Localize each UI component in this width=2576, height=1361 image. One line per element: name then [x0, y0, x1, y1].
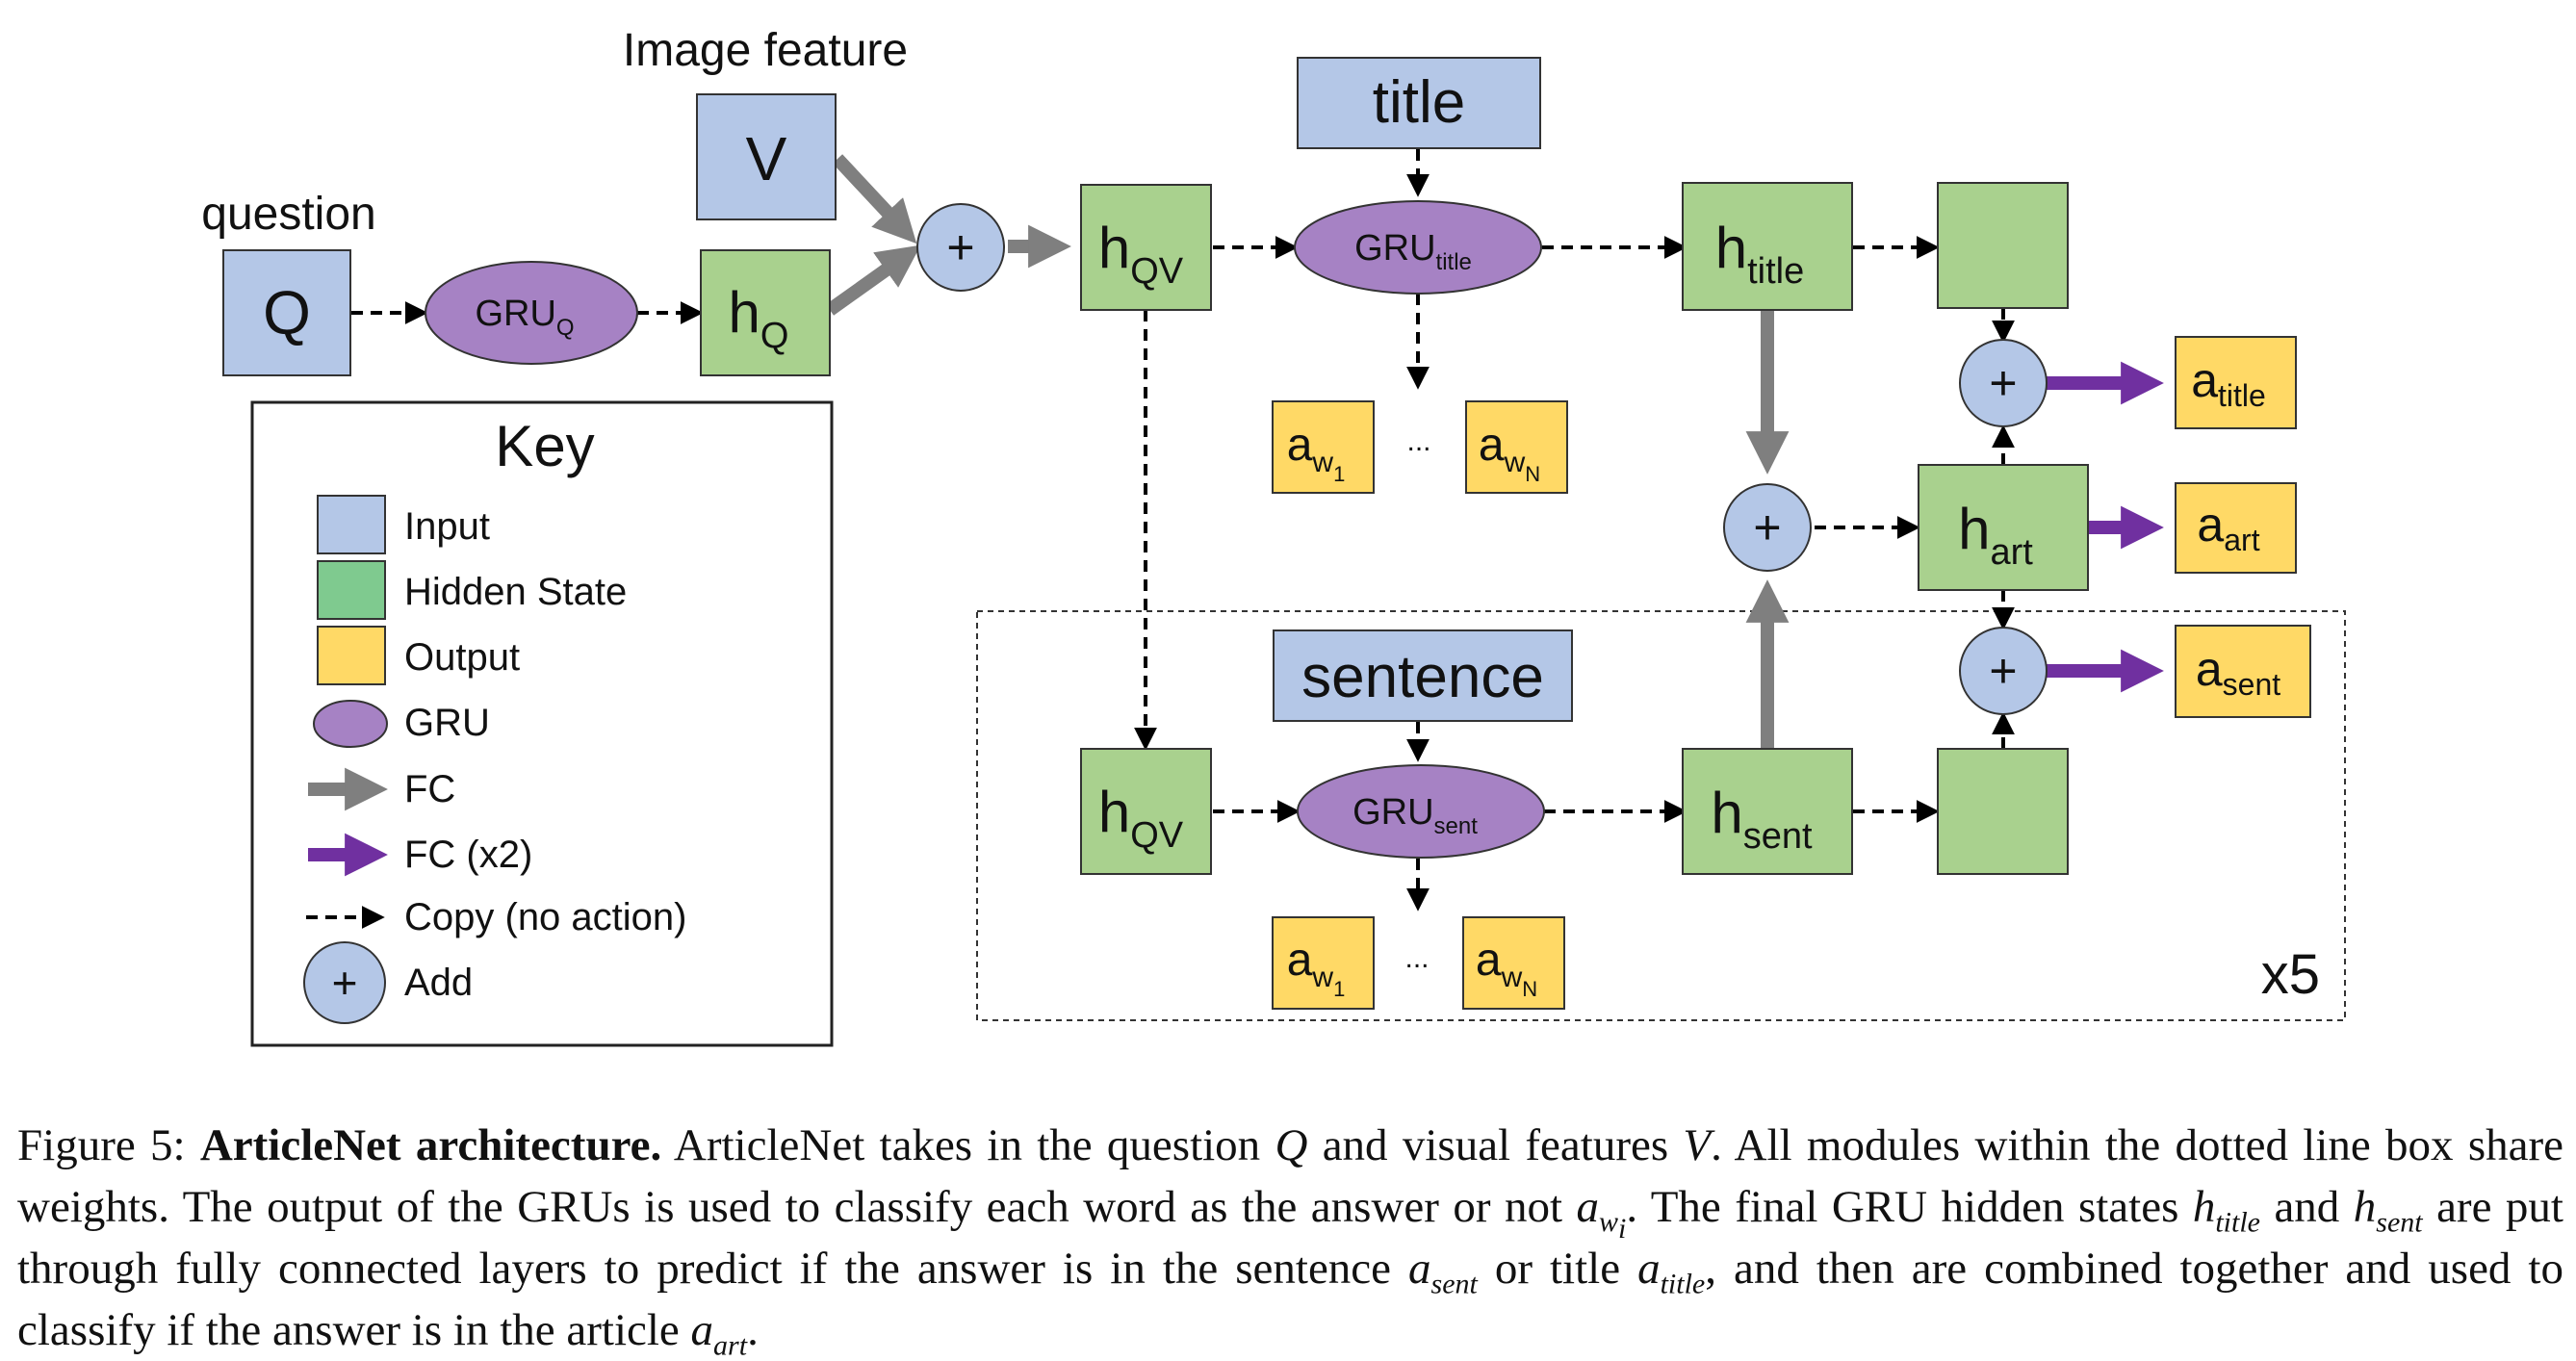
caption-math-a-wi: awi: [1576, 1182, 1627, 1245]
hidden-hqv-top-label: hQV: [1098, 216, 1184, 292]
gru-q-label: GRUQ: [475, 294, 574, 341]
legend-hidden-label: Hidden State: [404, 571, 627, 613]
legend-output-swatch: [317, 626, 386, 685]
fc2-arrows: [2047, 361, 2164, 693]
hidden-htitle-box: [1682, 182, 1853, 311]
legend-gru-swatch: [313, 700, 388, 748]
output-a-sent-label: asent: [2196, 642, 2280, 702]
output-aw1-top-label: aw1: [1287, 420, 1346, 486]
hidden-hart-label: hart: [1958, 497, 2033, 573]
image-feature-label: Image feature: [623, 25, 908, 76]
caption-text-4: . The final GRU hidden states: [1626, 1182, 2193, 1232]
add-node-sent-plus: +: [1989, 644, 2017, 698]
add-node-qv: [916, 203, 1005, 292]
caption-figure-label: Figure 5:: [17, 1120, 186, 1170]
input-q-label: Q: [263, 278, 311, 347]
legend-fc-label: FC: [404, 768, 455, 810]
hidden-hqv-top-box: [1080, 184, 1212, 311]
input-v-label: V: [746, 124, 787, 193]
output-a-art-label: aart: [2197, 498, 2259, 557]
hidden-sent-fc-box: [1937, 748, 2069, 875]
add-node-title: [1959, 339, 2048, 427]
caption-text-2: and visual features: [1307, 1120, 1684, 1170]
output-aw1-bottom-label: aw1: [1287, 935, 1346, 1001]
caption-math-h-sent: hsent: [2353, 1182, 2423, 1239]
caption-math-h-title: htitle: [2192, 1182, 2260, 1239]
add-node-sent: [1959, 627, 2048, 715]
shared-weights-box: [976, 610, 2346, 1021]
caption-text-5: and: [2259, 1182, 2354, 1232]
legend-gru-label: GRU: [404, 702, 490, 744]
hidden-hq-label: hQ: [729, 280, 789, 356]
input-sentence-box: [1273, 629, 1573, 722]
caption-text-7: or title: [1477, 1244, 1638, 1294]
fc-arrow-hq-to-add: [825, 244, 921, 316]
copy-arrows: [351, 149, 2015, 912]
repeat-label: x5: [2261, 943, 2320, 1006]
caption-math-a-art: aart: [690, 1305, 748, 1361]
legend-output-label: Output: [404, 636, 520, 679]
output-a-title-box: [2175, 336, 2297, 429]
add-node-qv-plus: +: [946, 220, 974, 274]
hidden-hsent-box: [1682, 748, 1853, 875]
gru-sent-label: GRUsent: [1352, 792, 1478, 839]
input-sentence-label: sentence: [1301, 644, 1544, 710]
output-a-art-box: [2175, 482, 2297, 574]
caption-math-a-title: atitle: [1637, 1244, 1706, 1300]
caption-math-v: V: [1683, 1120, 1712, 1170]
output-a-sent-box: [2175, 625, 2311, 718]
legend-add-plus: +: [332, 958, 358, 1008]
gru-sent-node: [1297, 764, 1545, 859]
input-v-box: [696, 93, 837, 220]
output-aw1-bottom-box: [1272, 916, 1375, 1010]
legend-title: Key: [495, 414, 594, 478]
caption-math-a-sent: asent: [1408, 1244, 1478, 1300]
fc-arrows: [825, 154, 1790, 751]
output-aw1-top-box: [1272, 400, 1375, 494]
legend-fc2-label: FC (x2): [404, 834, 532, 876]
output-awN-bottom-label: awN: [1476, 935, 1537, 1001]
input-q-box: [222, 249, 351, 376]
question-label: question: [201, 189, 375, 240]
hidden-hsent-label: hsent: [1711, 781, 1813, 857]
output-a-title-label: atitle: [2191, 353, 2266, 413]
hidden-htitle-label: htitle: [1715, 216, 1805, 292]
output-awN-bottom-box: [1462, 916, 1565, 1010]
legend-hidden-swatch: [317, 560, 386, 620]
figure-caption: Figure 5: ArticleNet architecture. Artic…: [17, 1115, 2563, 1361]
hidden-hq-box: [700, 249, 831, 376]
hidden-hart-box: [1918, 464, 2089, 591]
legend-copy-label: Copy (no action): [404, 896, 686, 938]
output-awN-top-label: awN: [1479, 420, 1540, 486]
caption-text-9: .: [747, 1305, 759, 1355]
articlenet-diagram: x5 Key Input Hidden State Output GRU FC …: [201, 25, 2346, 1047]
input-title-box: [1297, 57, 1541, 149]
add-node-art: [1723, 483, 1812, 572]
legend-add-label: Add: [404, 962, 473, 1004]
legend-input-swatch: [317, 495, 386, 554]
caption-text-3: . All modules within the dotted line box…: [17, 1120, 2563, 1232]
hidden-title-fc-box: [1937, 182, 2069, 309]
ellipsis-bottom: ...: [1404, 942, 1429, 974]
gru-title-node: [1294, 200, 1542, 295]
input-title-label: title: [1373, 69, 1465, 136]
caption-text-8: , and then are combined together and use…: [17, 1244, 2563, 1355]
caption-text-1: ArticleNet takes in the question: [661, 1120, 1275, 1170]
caption-math-q: Q: [1275, 1120, 1308, 1170]
gru-q-node: [425, 261, 638, 365]
ellipsis-top: ...: [1406, 425, 1430, 457]
output-awN-top-box: [1465, 400, 1568, 494]
legend-input-label: Input: [404, 505, 490, 548]
fc-arrow-v-to-add: [832, 154, 917, 244]
add-node-art-plus: +: [1753, 501, 1781, 554]
gru-title-label: GRUtitle: [1354, 228, 1472, 275]
hidden-hqv-bottom-label: hQV: [1098, 780, 1184, 856]
legend-key: Key Input Hidden State Output GRU FC FC …: [250, 400, 834, 1047]
caption-text-6: are put through fully connected layers t…: [17, 1182, 2563, 1294]
caption-title: ArticleNet architecture.: [199, 1120, 662, 1170]
add-node-title-plus: +: [1989, 356, 2017, 410]
hidden-hqv-bottom-box: [1080, 748, 1212, 875]
legend-add-swatch: [303, 941, 386, 1024]
